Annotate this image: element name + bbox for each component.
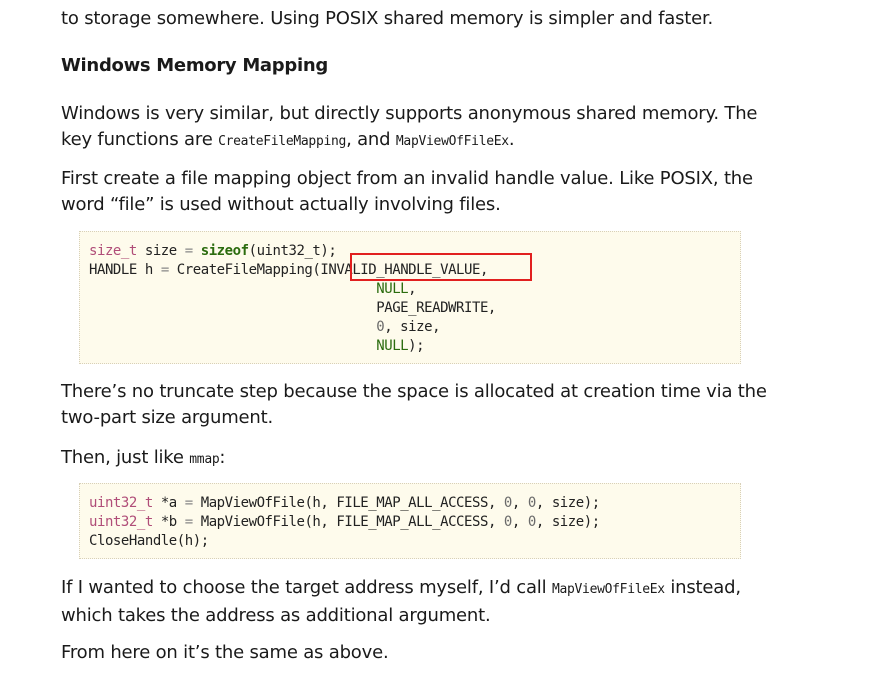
para1-text-a: Windows is very similar, but directly su… <box>61 103 758 150</box>
para1-text-b: , and <box>346 129 396 150</box>
code1-l5-indent <box>89 319 376 335</box>
paragraph-no-truncate: There’s no truncate step because the spa… <box>61 379 781 431</box>
para5-text-a: If I wanted to choose the target address… <box>61 577 552 598</box>
inline-code-mmap: mmap <box>189 452 220 467</box>
clipped-paragraph: to storage somewhere. Using POSIX shared… <box>61 6 781 32</box>
code1-l2-b: CreateFileMapping( <box>168 262 321 278</box>
code1-l2-eq: = <box>160 262 169 278</box>
para4-text-a: Then, just like <box>61 447 190 468</box>
code2-l2-a: *b <box>152 514 185 530</box>
code2-l3: CloseHandle(h); <box>89 533 209 549</box>
code1-l3-comma: , <box>408 281 417 297</box>
code1-l5-num: 0 <box>376 319 385 335</box>
code1-l6-null: NULL <box>376 338 409 354</box>
para5-text-b: instead, which takes the address as addi… <box>61 577 741 626</box>
code1-l1-eq: = <box>184 243 193 259</box>
paragraph-key-functions: Windows is very similar, but directly su… <box>61 101 781 155</box>
para2-text: First create a file mapping object from … <box>61 168 753 215</box>
code2-l2-d: , size); <box>535 514 600 530</box>
paragraph-same-as-above: From here on it’s the same as above. <box>61 640 781 666</box>
code1-l2-arg: INVALID_HANDLE_VALUE <box>320 262 480 278</box>
code-listing-2: uint32_t *a = MapViewOfFile(h, FILE_MAP_… <box>89 494 600 551</box>
code2-l1-b: MapViewOfFile(h, FILE_MAP_ALL_ACCESS, <box>192 495 504 511</box>
para3-text: There’s no truncate step because the spa… <box>61 381 767 428</box>
code1-l1-tail: (uint32_t); <box>248 243 337 259</box>
para4-text-b: : <box>219 447 226 468</box>
code2-l1-a: *a <box>152 495 185 511</box>
para6-text: From here on it’s the same as above. <box>61 642 389 663</box>
code1-l4: PAGE_READWRITE, <box>89 300 496 316</box>
section-heading: Windows Memory Mapping <box>61 55 328 76</box>
code1-l1-sp <box>193 243 201 259</box>
code1-l6-tail: ); <box>408 338 425 354</box>
code-block-mapviewoffile: uint32_t *a = MapViewOfFile(h, FILE_MAP_… <box>79 483 741 559</box>
code-listing-1: size_t size = sizeof(uint32_t); HANDLE h… <box>89 242 496 356</box>
paragraph-then-mmap: Then, just like mmap: <box>61 445 781 473</box>
code2-l1-c: , <box>511 495 528 511</box>
code2-l1-n2: 0 <box>527 495 536 511</box>
code1-l1-mid: size <box>136 243 185 259</box>
inline-code-createfilemapping: CreateFileMapping <box>218 134 347 149</box>
code1-l3-indent <box>89 281 376 297</box>
code1-l2-comma: , <box>479 262 488 278</box>
code1-l1-kw: sizeof <box>200 243 249 259</box>
code1-l2-a: HANDLE h <box>89 262 161 278</box>
code2-l2-type: uint32_t <box>89 514 153 530</box>
code1-l6-indent <box>89 338 376 354</box>
code1-l5-tail: , size, <box>384 319 441 335</box>
inline-code-mapviewoffileex-2: MapViewOfFileEx <box>551 582 665 597</box>
code2-l2-n2: 0 <box>527 514 536 530</box>
code2-l1-d: , size); <box>535 495 600 511</box>
code2-l2-eq: = <box>184 514 193 530</box>
clipped-paragraph-text: to storage somewhere. Using POSIX shared… <box>61 8 714 29</box>
code1-l3-null: NULL <box>376 281 409 297</box>
code2-l2-n1: 0 <box>503 514 512 530</box>
code2-l1-type: uint32_t <box>89 495 153 511</box>
para1-text-c: . <box>508 129 515 150</box>
code2-l2-c: , <box>511 514 528 530</box>
code2-l1-eq: = <box>184 495 193 511</box>
code1-l1-type: size_t <box>89 243 137 259</box>
code-block-createfilemapping: size_t size = sizeof(uint32_t); HANDLE h… <box>79 231 741 364</box>
code2-l1-n1: 0 <box>503 495 512 511</box>
paragraph-file-mapping-object: First create a file mapping object from … <box>61 166 781 218</box>
code2-l2-b: MapViewOfFile(h, FILE_MAP_ALL_ACCESS, <box>192 514 504 530</box>
paragraph-target-address: If I wanted to choose the target address… <box>61 575 781 629</box>
inline-code-mapviewoffileex: MapViewOfFileEx <box>395 134 509 149</box>
